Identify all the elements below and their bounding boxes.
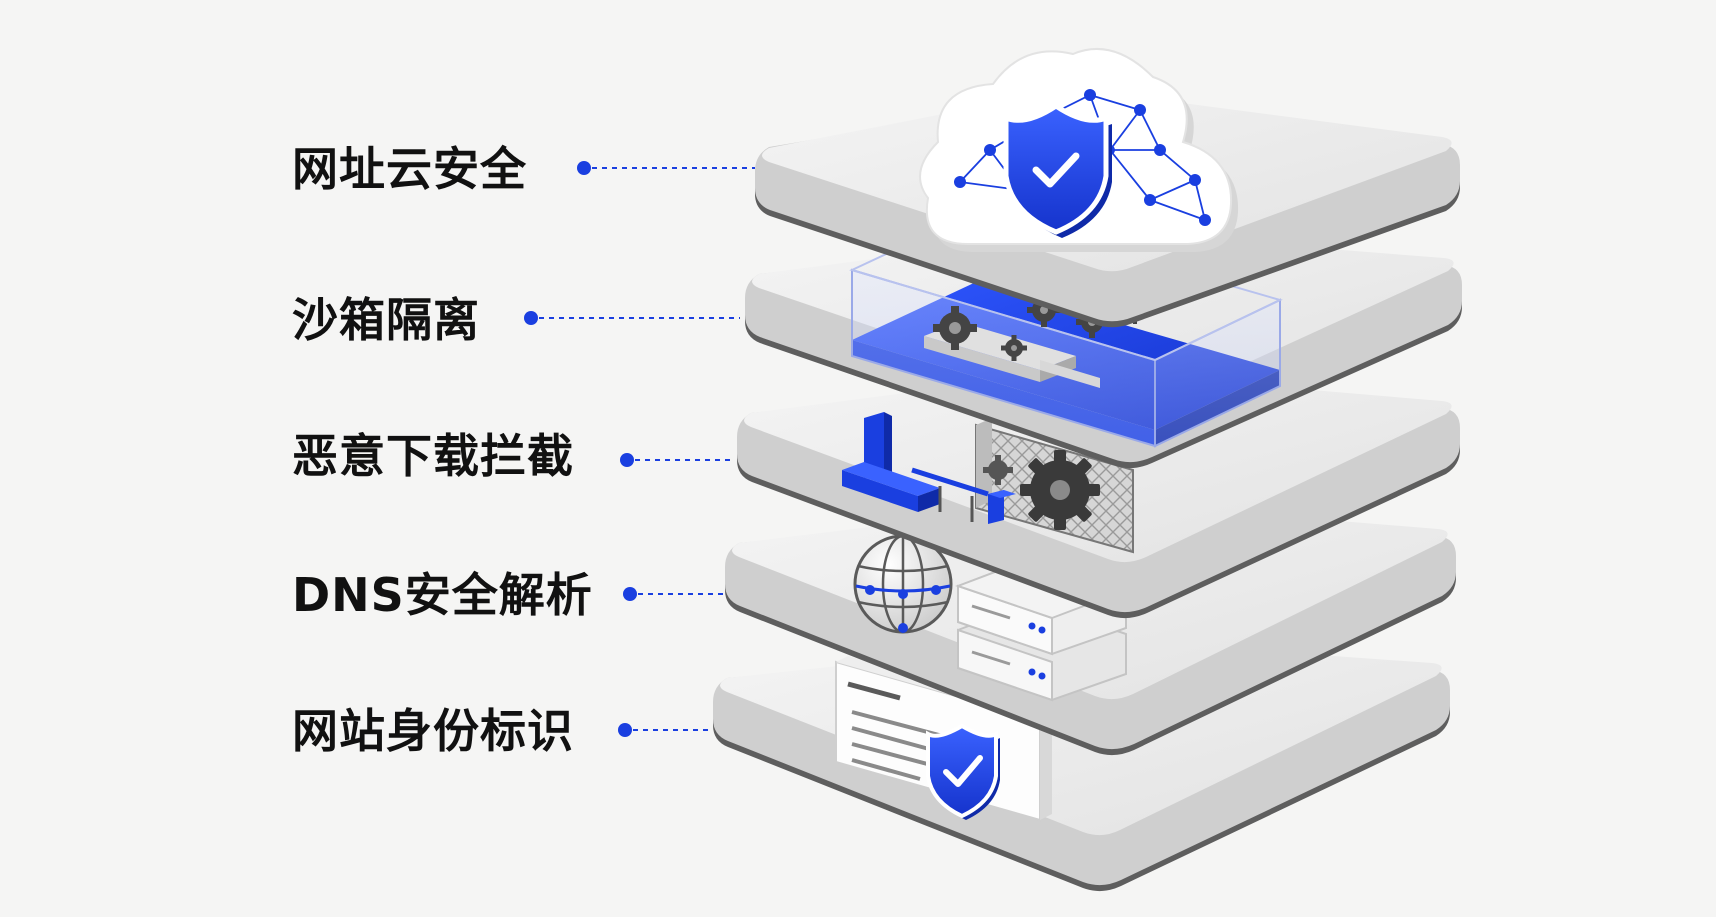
- connector-layer-1: [577, 161, 755, 175]
- connector-lines: [524, 161, 755, 737]
- connector-layer-4: [623, 587, 728, 601]
- layer-label-malicious-download-block: 恶意下载拦截: [292, 429, 574, 483]
- connector-layer-2: [524, 311, 740, 325]
- layer-label-dns-secure-resolution: DNS安全解析: [292, 568, 593, 622]
- layer-label-url-cloud-security: 网址云安全: [292, 142, 527, 196]
- certificate-shield-icon: [926, 723, 1000, 820]
- download-block-icon: [842, 412, 1016, 524]
- cloud-shield-icon: [1003, 102, 1112, 238]
- layer-label-website-identity: 网站身份标识: [292, 704, 574, 758]
- layer-label-sandbox-isolation: 沙箱隔离: [292, 293, 480, 347]
- connector-layer-5: [618, 723, 710, 737]
- globe-icon: [853, 534, 953, 634]
- gear-icon-blocked: [983, 450, 1100, 530]
- connector-layer-3: [620, 453, 735, 467]
